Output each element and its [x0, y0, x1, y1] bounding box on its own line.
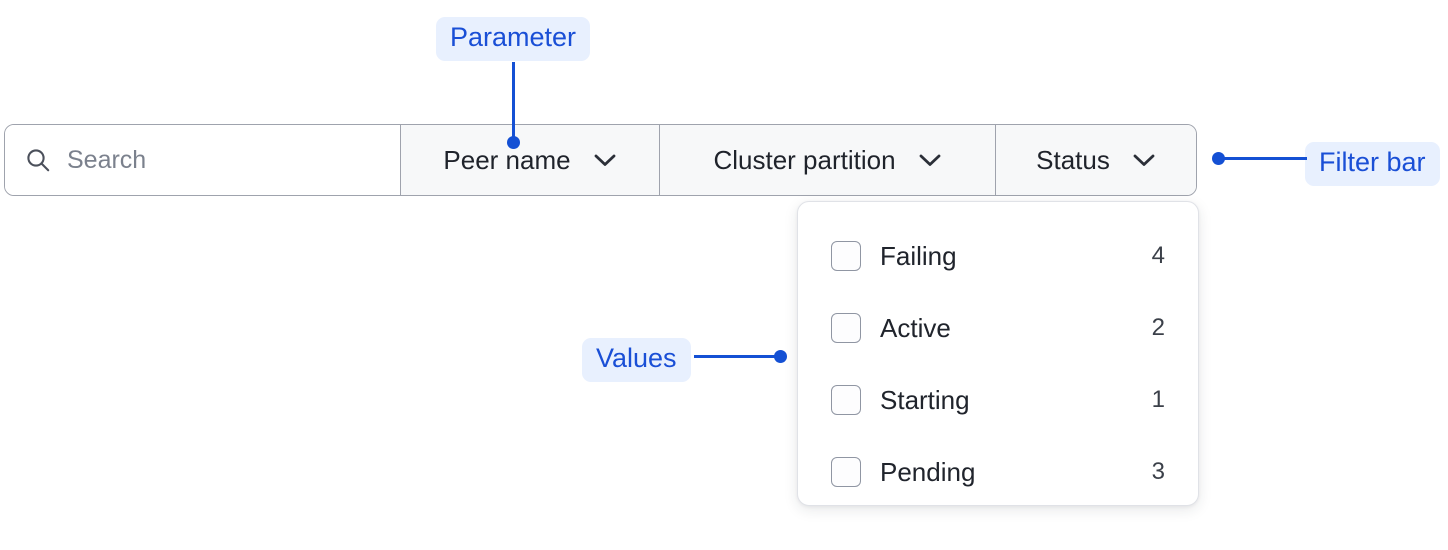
chevron-down-icon [1132, 152, 1156, 168]
filter-segment-status-label: Status [1036, 144, 1110, 175]
list-item-label: Failing [880, 240, 957, 271]
checkbox-failing[interactable] [831, 241, 861, 271]
search-input[interactable] [67, 145, 367, 175]
annotation-dot-filter-bar [1212, 152, 1225, 165]
filter-segment-peer-name-label: Peer name [443, 144, 571, 175]
checkbox-pending[interactable] [831, 457, 861, 487]
annotation-dot-values [774, 350, 787, 363]
annotation-connector-values [694, 355, 780, 358]
list-item[interactable]: Pending 3 [798, 436, 1198, 508]
search-icon [25, 147, 51, 173]
checkbox-starting[interactable] [831, 385, 861, 415]
filter-segment-status[interactable]: Status [996, 125, 1196, 195]
checkbox-active[interactable] [831, 313, 861, 343]
list-item-count: 2 [1151, 314, 1165, 341]
status-values-dropdown: Failing 4 Active 2 Starting 1 Pending 3 [797, 201, 1199, 506]
chevron-down-icon [918, 152, 942, 168]
list-item[interactable]: Starting 1 [798, 364, 1198, 436]
list-item-count: 1 [1151, 386, 1165, 413]
annotation-connector-filter-bar [1221, 157, 1307, 160]
list-item[interactable]: Active 2 [798, 292, 1198, 364]
list-item-count: 4 [1151, 242, 1165, 269]
list-item[interactable]: Failing 4 [798, 220, 1198, 292]
filter-segment-peer-name[interactable]: Peer name [401, 125, 660, 195]
list-item-label: Active [880, 312, 951, 343]
annotation-connector-parameter [512, 62, 515, 144]
chevron-down-icon [593, 152, 617, 168]
annotation-label-filter-bar: Filter bar [1305, 142, 1440, 186]
list-item-count: 3 [1151, 458, 1165, 485]
annotation-dot-parameter [507, 136, 520, 149]
filter-bar: Peer name Cluster partition Status [4, 124, 1197, 196]
list-item-label: Pending [880, 456, 976, 487]
list-item-label: Starting [880, 384, 970, 415]
annotation-label-values: Values [582, 338, 691, 382]
annotation-label-parameter: Parameter [436, 17, 591, 61]
filter-segment-cluster-partition-label: Cluster partition [713, 144, 896, 175]
search-field[interactable] [5, 125, 401, 195]
filter-segment-cluster-partition[interactable]: Cluster partition [660, 125, 996, 195]
